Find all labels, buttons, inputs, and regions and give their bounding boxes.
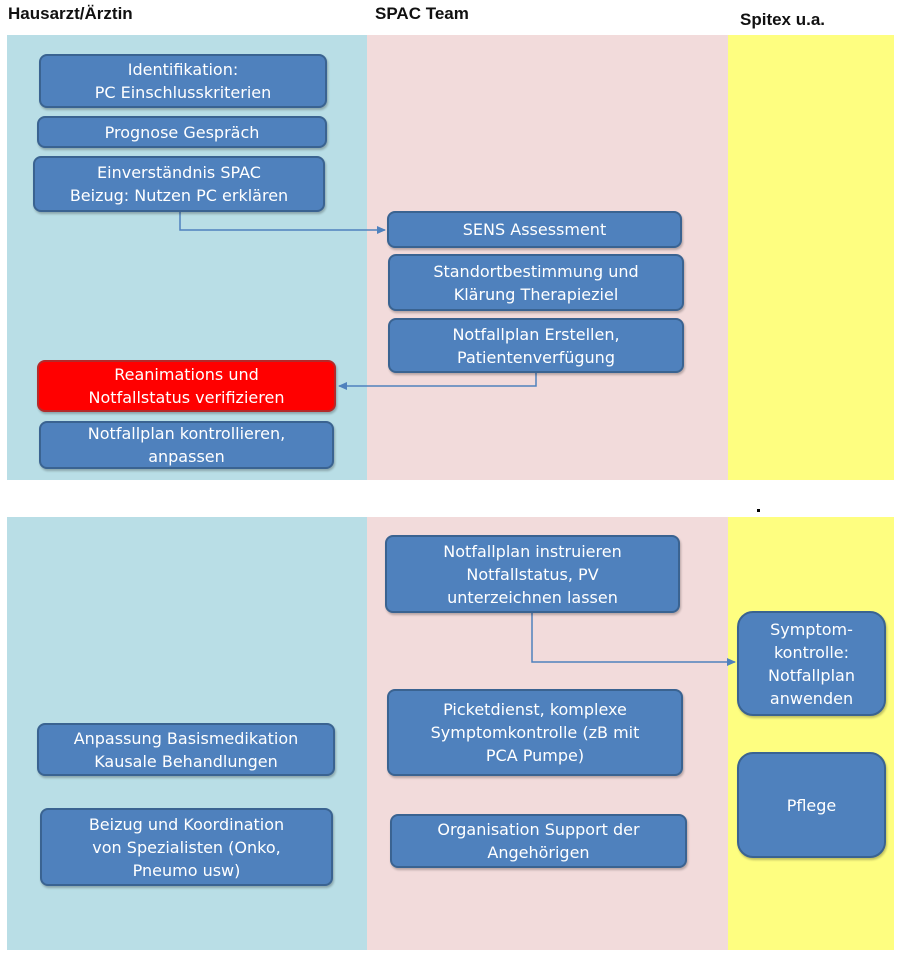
box-organisation-support: Organisation Support der Angehörigen (390, 814, 687, 868)
box-einverstaendnis: Einverständnis SPAC Beizug: Nutzen PC er… (33, 156, 325, 212)
box-notfallplan-kontrollieren: Notfallplan kontrollieren, anpassen (39, 421, 334, 469)
box-picketdienst: Picketdienst, komplexe Symptomkontrolle … (387, 689, 683, 776)
box-notfallplan-instruieren: Notfallplan instruieren Notfallstatus, P… (385, 535, 680, 613)
box-basismedikation: Anpassung Basismedikation Kausale Behand… (37, 723, 335, 776)
header-spitex: Spitex u.a. (740, 10, 826, 29)
box-prognose-gespraech: Prognose Gespräch (37, 116, 327, 148)
box-standortbestimmung: Standortbestimmung und Klärung Therapiez… (388, 254, 684, 311)
lane-spitex-bottom (728, 517, 894, 950)
box-spezialisten: Beizug und Koordination von Spezialisten… (40, 808, 333, 886)
box-notfallplan-erstellen: Notfallplan Erstellen, Patientenverfügun… (388, 318, 684, 373)
box-sens-assessment: SENS Assessment (387, 211, 682, 248)
box-pflege: Pflege (737, 752, 886, 858)
box-identifikation: Identifikation: PC Einschlusskriterien (39, 54, 327, 108)
header-spac-team: SPAC Team (375, 4, 469, 23)
header-hausarzt: Hausarzt/Ärztin (8, 4, 133, 23)
lane-spitex-top (728, 35, 894, 480)
box-reanimation-verifizieren: Reanimations und Notfallstatus verifizie… (37, 360, 336, 412)
stray-dot (757, 509, 760, 512)
box-symptomkontrolle: Symptom- kontrolle: Notfallplan anwenden (737, 611, 886, 716)
